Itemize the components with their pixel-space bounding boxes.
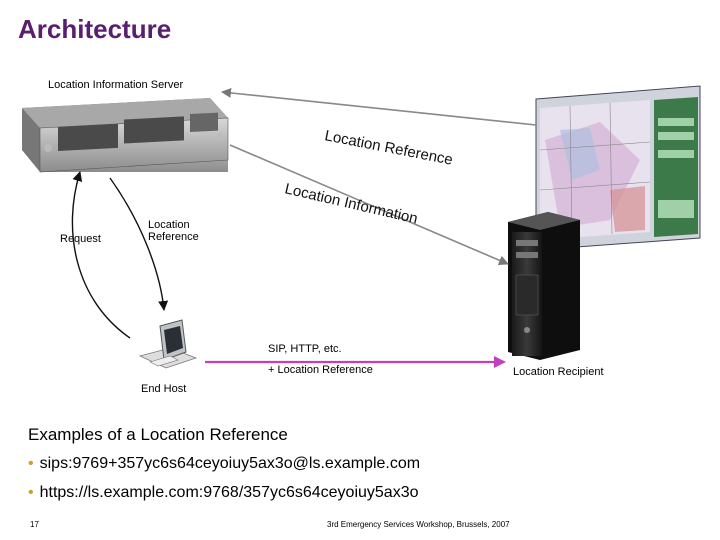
location-recipient-tower-icon: [508, 212, 580, 360]
example-bullet: • sips:9769+357yc6s64ceyoiuy5ax3o@ls.exam…: [28, 455, 420, 473]
bullet-icon: •: [28, 455, 34, 472]
plus-location-reference-label: + Location Reference: [268, 364, 373, 376]
example-text: sips:9769+357yc6s64ceyoiuy5ax3o@ls.examp…: [39, 455, 421, 472]
lis-label: Location Information Server: [48, 79, 184, 91]
location-reference-down-arrow: [109, 177, 169, 311]
end-host-computer-icon: [138, 319, 198, 369]
example-bullet: • https://ls.example.com:9768/357yc6s64ce…: [28, 484, 419, 502]
location-reference-label-line1: Location: [148, 219, 190, 231]
location-information-arrow-label: Location Information: [283, 180, 419, 227]
location-recipient-label: Location Recipient: [513, 366, 604, 378]
example-text: https://ls.example.com:9768/357yc6s64cey…: [39, 484, 419, 501]
location-reference-to-lis-arrow: [221, 87, 537, 126]
location-reference-label: Location Reference: [148, 219, 199, 243]
slide-title: Architecture: [18, 14, 172, 44]
location-reference-label-line2: Reference: [148, 231, 199, 243]
page-number: 17: [30, 520, 39, 529]
location-reference-arrow-label: Location Reference: [323, 127, 454, 169]
lis-server-icon: [22, 98, 229, 173]
end-host-label: End Host: [141, 383, 187, 395]
location-information-to-recipient-arrow: [229, 144, 509, 266]
footer-text: 3rd Emergency Services Workshop, Brussel…: [327, 520, 510, 529]
map-screenshot: [535, 85, 701, 251]
request-label: Request: [60, 233, 101, 245]
bullet-icon: •: [28, 484, 34, 501]
request-arrow: [71, 171, 131, 339]
examples-heading: Examples of a Location Reference: [28, 425, 288, 444]
sip-label: SIP, HTTP, etc.: [268, 343, 342, 355]
